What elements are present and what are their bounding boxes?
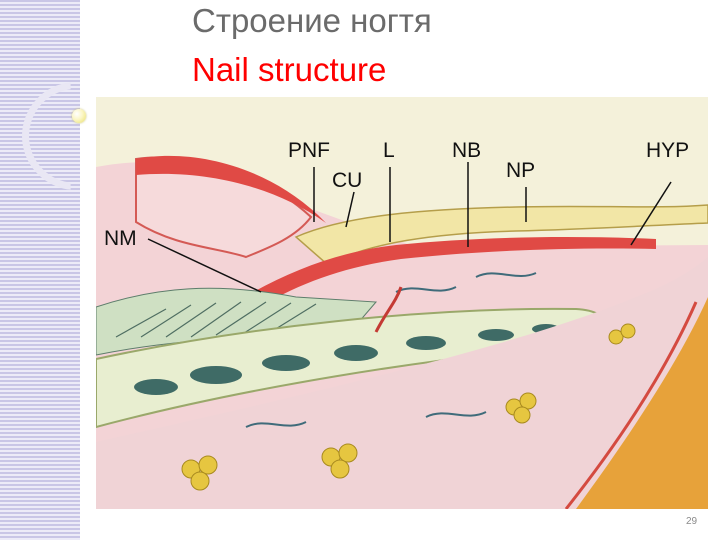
label-nm: NM: [104, 227, 137, 250]
fingertip-skin-line: [564, 301, 698, 509]
slide-title-english: Nail structure: [192, 51, 387, 88]
nail-bed: [236, 237, 656, 309]
nail-plate: [294, 204, 708, 266]
fat-lobules: [181, 323, 636, 491]
lower-tissue: [96, 257, 708, 509]
artery-branch: [374, 286, 403, 333]
nail-illustration: PNF L NB HYP CU NP NM: [96, 97, 708, 509]
matrix-striations: [115, 301, 317, 338]
label-hyp: HYP: [646, 139, 689, 162]
fingertip-skin-edge: [576, 297, 708, 509]
decorative-dot: [72, 109, 86, 123]
bone-marrow-pattern: [134, 324, 560, 395]
label-nb: NB: [452, 139, 481, 162]
blood-vessels: [245, 272, 537, 428]
decorative-stripe-band: [0, 0, 80, 540]
slide-title-russian: Строение ногтя: [192, 2, 432, 39]
label-pnf: PNF: [288, 139, 330, 162]
proximal-fold-edge: [136, 155, 326, 223]
page-number: 29: [686, 516, 698, 527]
label-cu: CU: [332, 169, 362, 192]
nail-structure-diagram: PNF L NB HYP CU NP NM: [96, 97, 708, 509]
label-l: L: [383, 139, 395, 162]
label-np: NP: [506, 159, 535, 182]
leader-lines: [147, 162, 672, 293]
